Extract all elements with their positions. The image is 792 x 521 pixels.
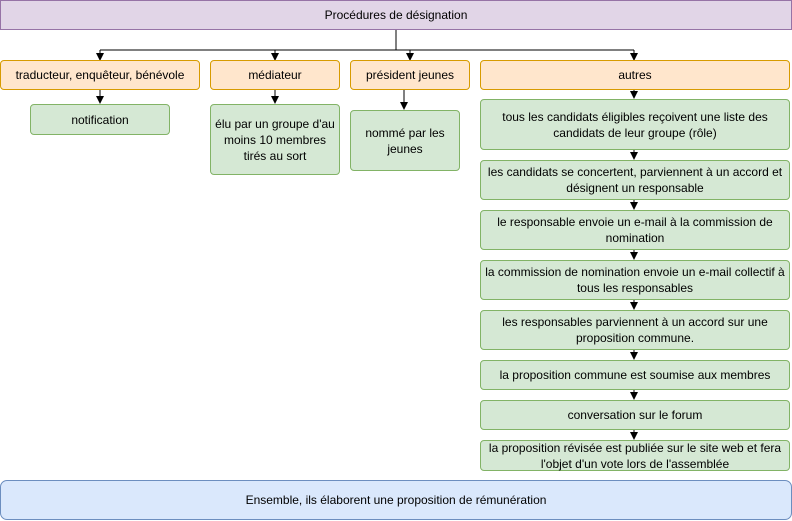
autres-step-6: la proposition commune est soumise aux m…	[480, 360, 790, 390]
autres-step-4-text: la commission de nomination envoie un e-…	[485, 265, 785, 295]
branch-traducteur-label: traducteur, enquêteur, bénévole	[15, 68, 185, 82]
autres-step-5-text: les responsables parviennent à un accord…	[502, 315, 768, 345]
autres-step-7: conversation sur le forum	[480, 400, 790, 430]
title-box: Procédures de désignation	[0, 0, 792, 30]
autres-step-3-text: le responsable envoie un e-mail à la com…	[497, 215, 773, 245]
branch-president-jeunes: président jeunes	[350, 60, 470, 90]
step-mediateur-text: élu par un groupe d'au moins 10 membres …	[215, 116, 335, 163]
step-mediateur: élu par un groupe d'au moins 10 membres …	[210, 104, 340, 175]
diagram-title: Procédures de désignation	[324, 8, 468, 22]
autres-step-7-text: conversation sur le forum	[567, 408, 703, 422]
branch-president-label: président jeunes	[365, 68, 455, 82]
step-notification-text: notification	[71, 112, 129, 127]
branch-autres: autres	[480, 60, 790, 90]
step-president: nommé par les jeunes	[350, 110, 460, 171]
footer-text: Ensemble, ils élaborent une proposition …	[245, 493, 547, 507]
step-notification: notification	[30, 104, 170, 135]
branch-mediateur: médiateur	[210, 60, 340, 90]
branch-mediateur-label: médiateur	[248, 68, 302, 82]
footer-box: Ensemble, ils élaborent une proposition …	[0, 480, 792, 520]
autres-step-3: le responsable envoie un e-mail à la com…	[480, 210, 790, 250]
autres-step-5: les responsables parviennent à un accord…	[480, 310, 790, 350]
autres-step-6-text: la proposition commune est soumise aux m…	[499, 368, 771, 382]
autres-step-4: la commission de nomination envoie un e-…	[480, 260, 790, 300]
step-president-text: nommé par les jeunes	[365, 125, 445, 156]
autres-step-1-text: tous les candidats éligibles reçoivent u…	[502, 109, 768, 140]
branch-autres-label: autres	[618, 68, 652, 82]
autres-step-8: la proposition révisée est publiée sur l…	[480, 440, 790, 471]
autres-step-1: tous les candidats éligibles reçoivent u…	[480, 99, 790, 150]
autres-step-2-text: les candidats se concertent, parviennent…	[487, 165, 783, 195]
autres-step-8-text: la proposition révisée est publiée sur l…	[488, 440, 782, 471]
autres-step-2: les candidats se concertent, parviennent…	[480, 160, 790, 200]
branch-traducteur: traducteur, enquêteur, bénévole	[0, 60, 200, 90]
